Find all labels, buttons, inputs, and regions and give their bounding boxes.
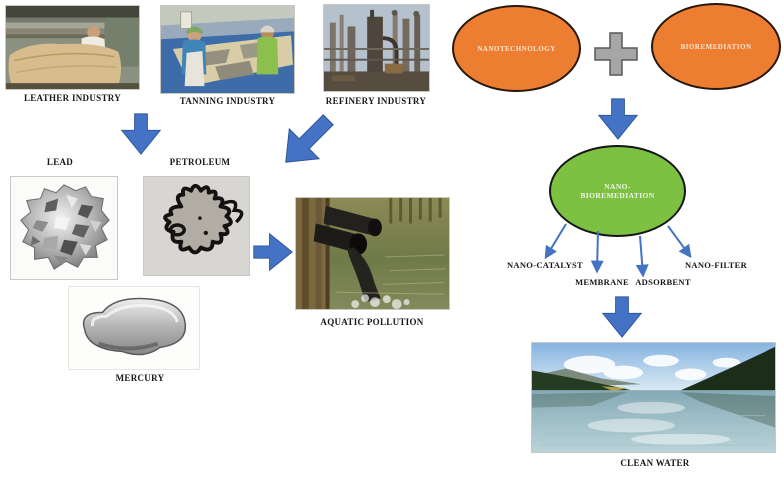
aquatic-pollution-photo (295, 197, 450, 310)
leather-industry-label: LEATHER INDUSTRY (23, 93, 122, 103)
lead-label: LEAD (46, 157, 74, 167)
arrow-down-left-icon (278, 109, 336, 173)
petroleum-label: PETROLEUM (169, 157, 231, 167)
bioremediation-label: BIOREMEDIATION (680, 42, 752, 51)
tanning-industry-photo (160, 5, 295, 94)
arrow-right-icon (252, 231, 294, 273)
clean-water-photo (531, 342, 776, 453)
nano-catalyst-label: NANO-CATALYST (506, 260, 583, 270)
bioremediation-ellipse: BIOREMEDIATION (651, 3, 781, 90)
membrane-label: MEMBRANE (575, 277, 629, 287)
nano-bioremediation-ellipse: NANO- BIOREMEDIATION (549, 145, 686, 237)
mercury-photo (68, 286, 200, 370)
clean-water-label: CLEAN WATER (620, 458, 690, 468)
nano-filter-label: NANO-FILTER (684, 260, 748, 270)
nanotechnology-ellipse: NANOTECHNOLOGY (452, 5, 581, 92)
adsorbent-label: ADSORBENT (635, 277, 691, 287)
nanotechnology-label: NANOTECHNOLOGY (477, 44, 556, 53)
nano-bioremediation-line2: BIOREMEDIATION (580, 191, 655, 200)
refinery-industry-label: REFINERY INDUSTRY (325, 96, 427, 106)
plus-icon (593, 31, 639, 77)
output-connector-arrows (544, 223, 692, 278)
nano-bioremediation-line1: NANO- (604, 182, 631, 191)
arrow-down-icon (596, 97, 640, 141)
petroleum-photo (143, 176, 250, 276)
tanning-industry-label: TANNING INDUSTRY (179, 96, 276, 106)
lead-photo (10, 176, 118, 280)
refinery-industry-photo (323, 4, 430, 92)
arrow-down-icon (119, 112, 163, 156)
mercury-label: MERCURY (115, 373, 165, 383)
aquatic-pollution-label: AQUATIC POLLUTION (320, 317, 424, 327)
arrow-down-icon (601, 295, 643, 339)
leather-industry-photo (5, 5, 140, 90)
